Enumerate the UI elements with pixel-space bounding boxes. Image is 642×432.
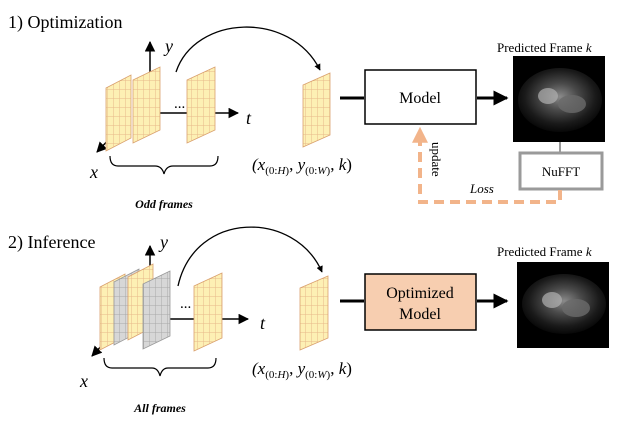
nufft-label: NuFFT [542, 164, 580, 179]
ellipsis: ... [180, 296, 191, 312]
t-axis-label: t [260, 313, 266, 333]
frame [105, 74, 132, 152]
optimized-model-label-line2: Model [399, 306, 441, 323]
optimized-model-label-line1: Optimized [386, 285, 454, 302]
loss-update-path [412, 126, 562, 204]
brace [109, 155, 219, 175]
selected-frame [302, 72, 331, 148]
odd-frames-stack [105, 66, 216, 152]
brace [103, 357, 217, 377]
frames-caption-odd: Odd frames [135, 197, 193, 211]
x-axis-label: x [89, 162, 98, 182]
curved-arrow [177, 226, 323, 287]
optimized-model-box [364, 273, 477, 331]
update-label: update [429, 142, 444, 177]
x-axis-label: x [79, 371, 88, 391]
y-axis-label: y [158, 232, 168, 252]
selected-frame [299, 275, 329, 351]
frame [193, 272, 223, 352]
frame [186, 66, 216, 144]
loss-label: Loss [469, 181, 494, 196]
model-box [364, 69, 477, 125]
frame [132, 66, 161, 144]
section-title-inference: 2) Inference [8, 232, 95, 253]
nufft-box [518, 151, 604, 191]
input-coordinates: (x(0:H), y(0:W), k) [252, 359, 352, 381]
frames-caption-all: All frames [133, 401, 186, 415]
predicted-frame-image [517, 262, 609, 348]
ellipsis: ... [174, 96, 185, 112]
t-axis-label: t [246, 108, 252, 128]
y-axis-label: y [163, 36, 173, 56]
output-label: Predicted Frame k [497, 40, 592, 55]
curved-arrow [175, 26, 321, 73]
output-label: Predicted Frame k [497, 244, 592, 259]
model-label: Model [399, 90, 441, 107]
frame [142, 270, 171, 350]
input-coordinates: (x(0:H), y(0:W), k) [252, 155, 352, 177]
section-title-optimization: 1) Optimization [8, 12, 122, 33]
all-frames-stack [99, 263, 223, 352]
predicted-frame-image [513, 56, 605, 142]
